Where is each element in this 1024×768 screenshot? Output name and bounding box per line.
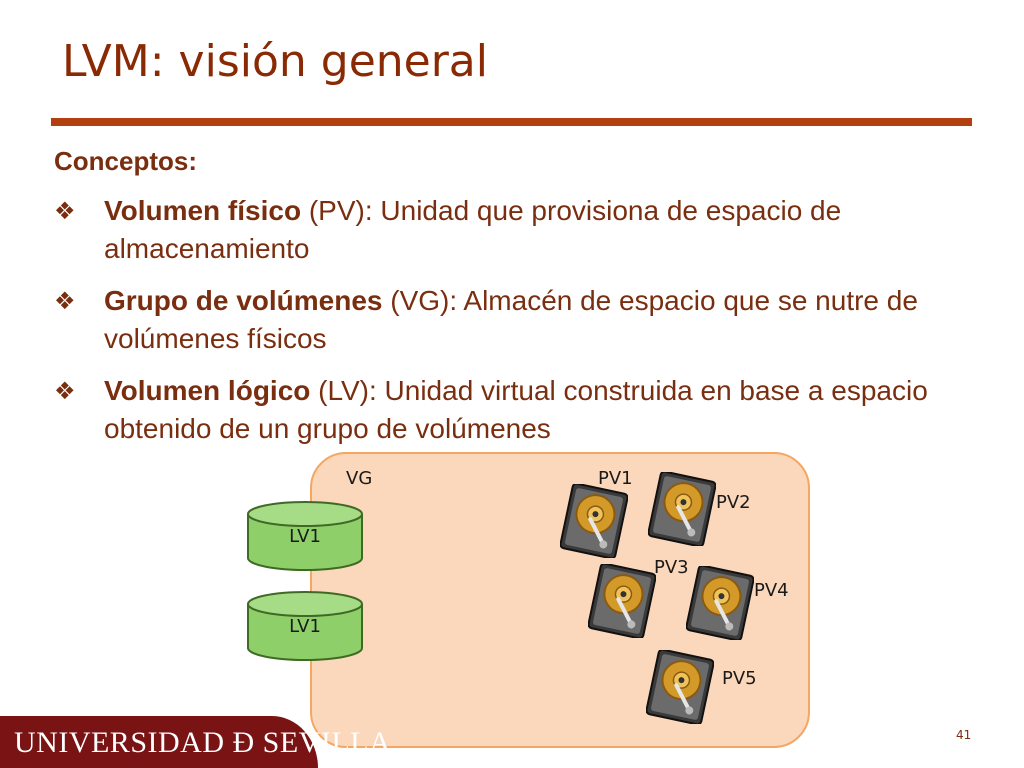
lv-label: LV1 (289, 526, 321, 547)
hard-disk-icon (685, 564, 755, 642)
title-divider (51, 118, 972, 126)
bullet-description: (PV): Unidad que provisiona de espacio d… (104, 195, 842, 264)
university-footer-banner: UNIVERSIDAD Ð SEVILLA (0, 716, 391, 768)
bullet-description: (VG): Almacén de espacio que se nutre de… (104, 285, 918, 354)
pv3-disk (587, 562, 657, 640)
pv4-label: PV4 (754, 580, 789, 601)
cylinder-icon (247, 501, 363, 571)
bullet-description: (LV): Unidad virtual construida en base … (104, 375, 928, 444)
pv1-label: PV1 (598, 468, 633, 489)
diamond-bullet-icon: ❖ (54, 287, 76, 315)
diamond-bullet-icon: ❖ (54, 197, 76, 225)
lv-label: LV1 (289, 616, 321, 637)
hard-disk-icon (647, 470, 717, 548)
pv3-label: PV3 (654, 557, 689, 578)
bullet-volume-group: ❖ Grupo de volúmenes (VG): Almacén de es… (54, 282, 974, 358)
diamond-bullet-icon: ❖ (54, 377, 76, 405)
hard-disk-icon (645, 648, 715, 726)
cylinder-icon (247, 591, 363, 661)
pv4-disk (685, 564, 755, 642)
pv1-disk (559, 482, 629, 560)
bullet-term: Volumen físico (104, 195, 302, 226)
concepts-heading: Conceptos: (54, 146, 197, 176)
pv2-label: PV2 (716, 492, 751, 513)
hard-disk-icon (559, 482, 629, 560)
bullet-term: Grupo de volúmenes (104, 285, 383, 316)
hard-disk-icon (587, 562, 657, 640)
pv5-disk (645, 648, 715, 726)
university-name: UNIVERSIDAD Ð SEVILLA (14, 726, 392, 759)
slide-title: LVM: visión general (62, 36, 488, 87)
bullet-logical-volume: ❖ Volumen lógico (LV): Unidad virtual co… (54, 372, 974, 448)
bullet-text: Grupo de volúmenes (VG): Almacén de espa… (104, 282, 974, 358)
bullet-text: Volumen lógico (LV): Unidad virtual cons… (104, 372, 974, 448)
pv2-disk (647, 470, 717, 548)
logical-volume-1: LV1 (246, 500, 364, 572)
bullet-term: Volumen lógico (104, 375, 311, 406)
page-number: 41 (956, 728, 972, 742)
bullet-physical-volume: ❖ Volumen físico (PV): Unidad que provis… (54, 192, 974, 268)
bullet-text: Volumen físico (PV): Unidad que provisio… (104, 192, 974, 268)
vg-label: VG (346, 468, 373, 489)
logical-volume-2: LV1 (246, 590, 364, 662)
pv5-label: PV5 (722, 668, 757, 689)
